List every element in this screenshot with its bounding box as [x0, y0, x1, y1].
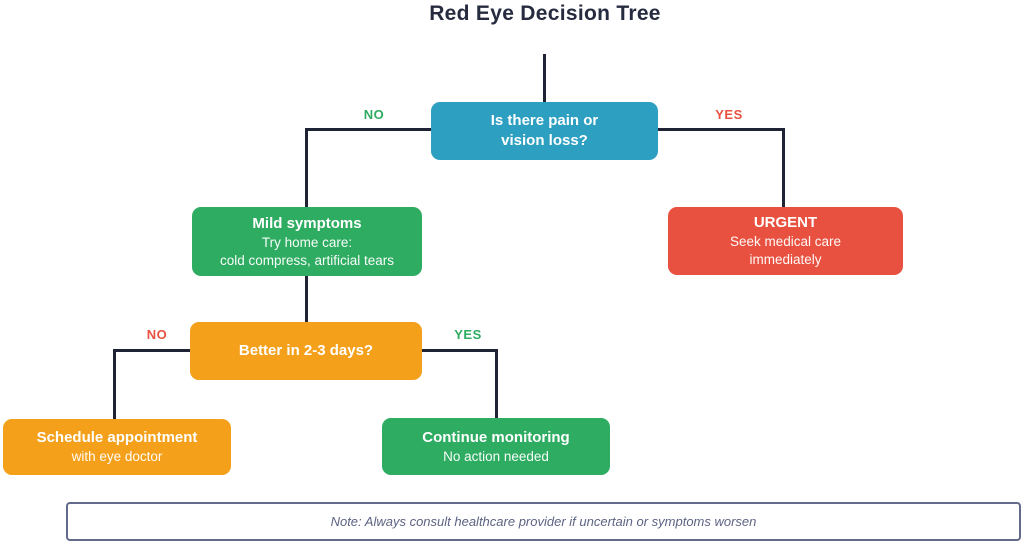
node-heading: Mild symptoms — [252, 214, 362, 232]
node-heading: URGENT — [753, 214, 818, 231]
edge-label-root-yes: YES — [715, 107, 743, 122]
node-continue-monitoring: Continue monitoring No action needed — [382, 418, 610, 475]
edge-label-better-no: NO — [146, 327, 168, 342]
node-mild-symptoms: Mild symptoms Try home care: cold compre… — [192, 207, 422, 276]
connector-better-no-vertical — [113, 349, 116, 419]
node-schedule-appointment: Schedule appointment with eye doctor — [3, 419, 231, 475]
node-body: Try home care: — [261, 234, 353, 250]
node-body: immediately — [749, 252, 822, 267]
node-heading: Better in 2-3 days? — [238, 342, 374, 359]
node-heading: Continue monitoring — [422, 428, 570, 446]
decision-node-better-in-days: Better in 2-3 days? — [190, 322, 422, 380]
edge-label-root-no: NO — [363, 107, 385, 122]
note-text: Note: Always consult healthcare provider… — [330, 514, 757, 529]
node-heading: Schedule appointment — [36, 429, 198, 446]
connector-root-yes-horizontal — [658, 128, 785, 131]
node-heading: vision loss? — [501, 132, 588, 149]
decision-node-pain-vision: Is there pain or vision loss? — [431, 102, 658, 160]
connector-better-yes-horizontal — [422, 349, 498, 352]
connector-better-no-horizontal — [113, 349, 190, 352]
node-body: No action needed — [443, 448, 549, 464]
connector-better-yes-vertical — [495, 349, 498, 418]
connector-root-no-horizontal — [305, 128, 431, 131]
connector-root-no-vertical — [305, 128, 308, 207]
node-body: Seek medical care — [729, 234, 842, 249]
connector-title-to-root — [543, 54, 546, 102]
node-body: cold compress, artificial tears — [219, 252, 395, 268]
node-body: with eye doctor — [71, 449, 163, 464]
connector-root-yes-vertical — [782, 128, 785, 208]
node-urgent: URGENT Seek medical care immediately — [668, 207, 903, 275]
connector-mild-to-better — [305, 276, 308, 322]
diagram-title: Red Eye Decision Tree — [429, 2, 661, 25]
edge-label-better-yes: YES — [454, 327, 482, 342]
note-box: Note: Always consult healthcare provider… — [66, 502, 1021, 541]
node-heading: Is there pain or — [490, 112, 599, 129]
